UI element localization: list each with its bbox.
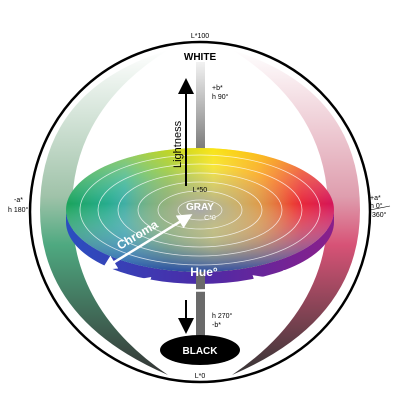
label-h180: h 180°: [8, 206, 29, 214]
black-base: [160, 335, 240, 365]
label-black: BLACK: [183, 346, 219, 357]
chroma-rings: [79, 154, 321, 266]
label-h0: h 0°: [370, 202, 383, 210]
label-c0: C*0: [204, 215, 216, 222]
label-white: WHITE: [184, 52, 217, 63]
label-h270: h 270°: [212, 312, 233, 320]
label-l0: L*0: [195, 373, 206, 380]
label-l50: L*50: [193, 187, 208, 194]
label-plus-b: +b*: [212, 85, 223, 92]
left-lightness-arc: [40, 50, 168, 375]
label-plus-a: +a*: [370, 195, 381, 202]
lightness-axis-lower: [196, 272, 205, 344]
label-hue: Hue°: [190, 265, 218, 279]
label-minus-a: -a*: [14, 197, 23, 204]
lightness-axis-upper: [196, 62, 205, 192]
chroma-arrow: [101, 214, 193, 270]
label-h90: h 90°: [212, 93, 229, 101]
label-c60: C*60: [282, 270, 298, 277]
label-lightness: Lightness: [172, 120, 184, 168]
right-lightness-arc: [232, 50, 360, 375]
label-gray: GRAY: [186, 202, 214, 213]
label-l100: L*100: [191, 33, 209, 40]
label-h360: 360°: [372, 211, 387, 219]
label-minus-b: -b*: [212, 322, 221, 329]
hue-arrow: [134, 275, 270, 292]
